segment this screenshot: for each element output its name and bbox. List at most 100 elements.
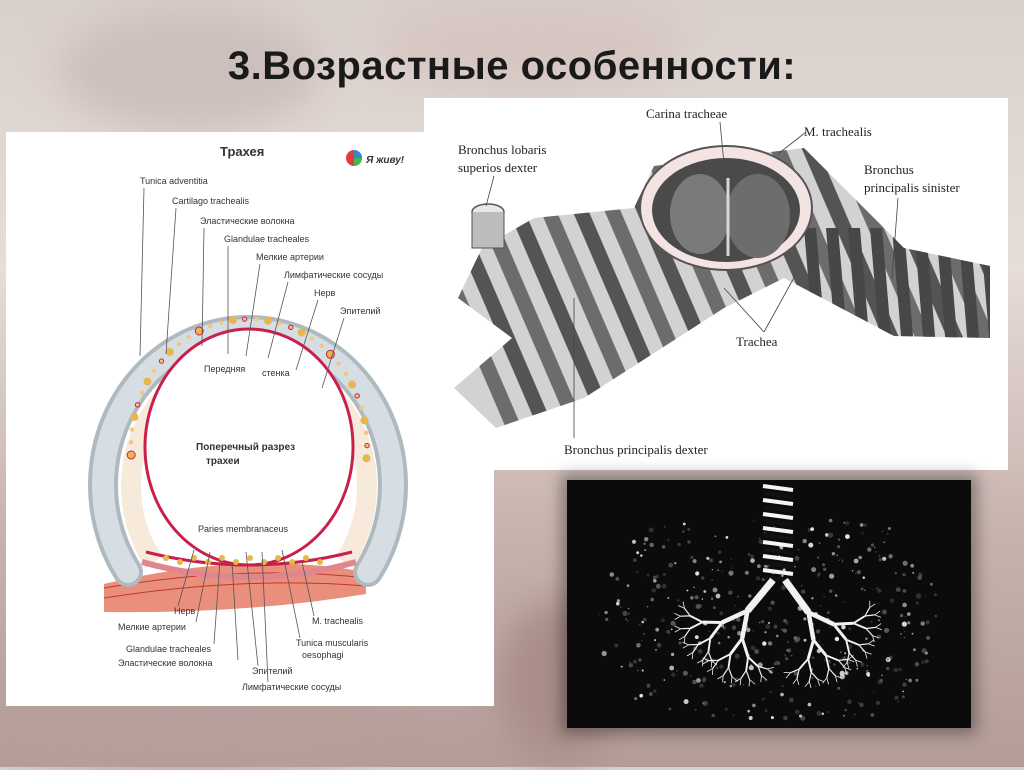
tracheal-bifurcation-figure: Carina tracheae M. trachealis Bronchus l…	[424, 98, 1008, 470]
lung-speckle	[653, 690, 656, 693]
lung-speckle	[643, 633, 644, 634]
label-bronchus-sinister: Bronchus	[864, 162, 914, 177]
lung-speckle	[782, 685, 784, 687]
lung-speckle	[860, 663, 864, 667]
lung-speckle	[816, 711, 821, 716]
lung-speckle	[756, 576, 760, 580]
lung-speckle	[644, 537, 648, 541]
lung-speckle	[661, 618, 665, 622]
lung-speckle	[719, 664, 723, 668]
lung-speckle	[715, 535, 717, 537]
gland	[135, 403, 139, 407]
lung-speckle	[687, 528, 690, 531]
lung-speckle	[647, 606, 648, 607]
lung-speckle	[875, 551, 876, 552]
lung-speckle	[854, 714, 856, 716]
lung-speckle	[610, 572, 615, 577]
gland	[289, 325, 293, 329]
lung-speckle	[628, 608, 629, 609]
lung-speckle	[621, 666, 623, 668]
gland	[177, 559, 183, 565]
lung-speckle	[599, 614, 600, 615]
lung-speckle	[908, 679, 912, 683]
label-glandulae-tracheales: Glandulae tracheales	[224, 234, 310, 244]
lung-speckle	[823, 596, 825, 598]
lung-speckle	[841, 625, 845, 629]
lung-speckle	[921, 621, 925, 625]
lung-speckle	[817, 557, 819, 559]
lung-speckle	[655, 628, 659, 632]
bottom-labels: Нерв Мелкие артерии Glandulae tracheales…	[118, 606, 369, 692]
lung-speckle	[866, 670, 869, 673]
lung-speckle	[902, 622, 907, 627]
lung-speckle	[709, 558, 713, 562]
label-tunica-muscularis: Tunica muscularis	[296, 638, 369, 648]
lung-speckle	[753, 520, 755, 522]
lung-speckle	[746, 628, 750, 632]
label-bronchus-lobaris: superios dexter	[458, 160, 538, 175]
lung-speckle	[915, 662, 920, 667]
lung-speckle	[858, 693, 859, 694]
gland	[130, 413, 138, 421]
lung-speckle	[801, 589, 805, 593]
gland	[127, 451, 135, 459]
gland	[317, 559, 323, 565]
lung-speckle	[754, 684, 755, 685]
lung-speckle	[902, 573, 905, 576]
lung-speckle	[722, 570, 724, 572]
label-oesophagi: oesophagi	[302, 650, 344, 660]
lung-speckle	[902, 603, 907, 608]
lung-speckle	[873, 691, 875, 693]
lung-speckle	[824, 659, 826, 661]
lung-speckle	[662, 584, 667, 589]
label-carina: Carina tracheae	[646, 106, 727, 121]
gland	[140, 391, 144, 395]
lung-speckle	[765, 709, 768, 712]
lung-speckle	[843, 715, 845, 717]
lung-speckle	[725, 708, 728, 711]
bronchus-branch	[834, 623, 854, 624]
lung-speckle	[724, 681, 726, 683]
lung-speckle	[817, 574, 820, 577]
gland	[355, 394, 359, 398]
lung-speckle	[677, 599, 680, 602]
lung-speckle	[840, 651, 842, 653]
lung-speckle	[828, 533, 833, 538]
lung-speckle	[636, 571, 638, 573]
lung-speckle	[654, 639, 656, 641]
lung-speckle	[718, 551, 721, 554]
lung-speckle	[840, 674, 845, 679]
gland	[166, 348, 174, 356]
lung-speckle	[751, 646, 756, 651]
lung-speckle	[625, 618, 627, 620]
lung-speckle	[750, 558, 755, 563]
lung-speckle	[652, 588, 656, 592]
lung-speckle	[605, 611, 608, 614]
lung-speckle	[634, 697, 637, 700]
lung-speckle	[858, 556, 862, 560]
lung-speckle	[643, 543, 645, 545]
lung-speckle	[837, 687, 840, 690]
lung-speckle	[693, 587, 694, 588]
gland	[247, 555, 253, 561]
lung-speckle	[687, 590, 689, 592]
lung-speckle	[917, 575, 922, 580]
lung-speckle	[884, 628, 889, 633]
lung-speckle	[698, 604, 701, 607]
lung-speckle	[895, 572, 897, 574]
lung-speckle	[876, 587, 878, 589]
lung-speckle	[627, 584, 630, 587]
label-nerve-bottom: Нерв	[174, 606, 196, 616]
xray-svg	[567, 480, 971, 728]
lung-speckle	[827, 711, 829, 713]
label-tunica-adventitia: Tunica adventitia	[140, 176, 208, 186]
lung-speckle	[627, 612, 630, 615]
lung-speckle	[639, 694, 643, 698]
lung-speckle	[811, 677, 813, 679]
lung-speckle	[890, 599, 894, 603]
lung-speckle	[867, 547, 871, 551]
lung-speckle	[825, 533, 829, 537]
gland	[254, 317, 258, 321]
lung-speckle	[845, 521, 849, 525]
lung-speckle	[655, 649, 657, 651]
